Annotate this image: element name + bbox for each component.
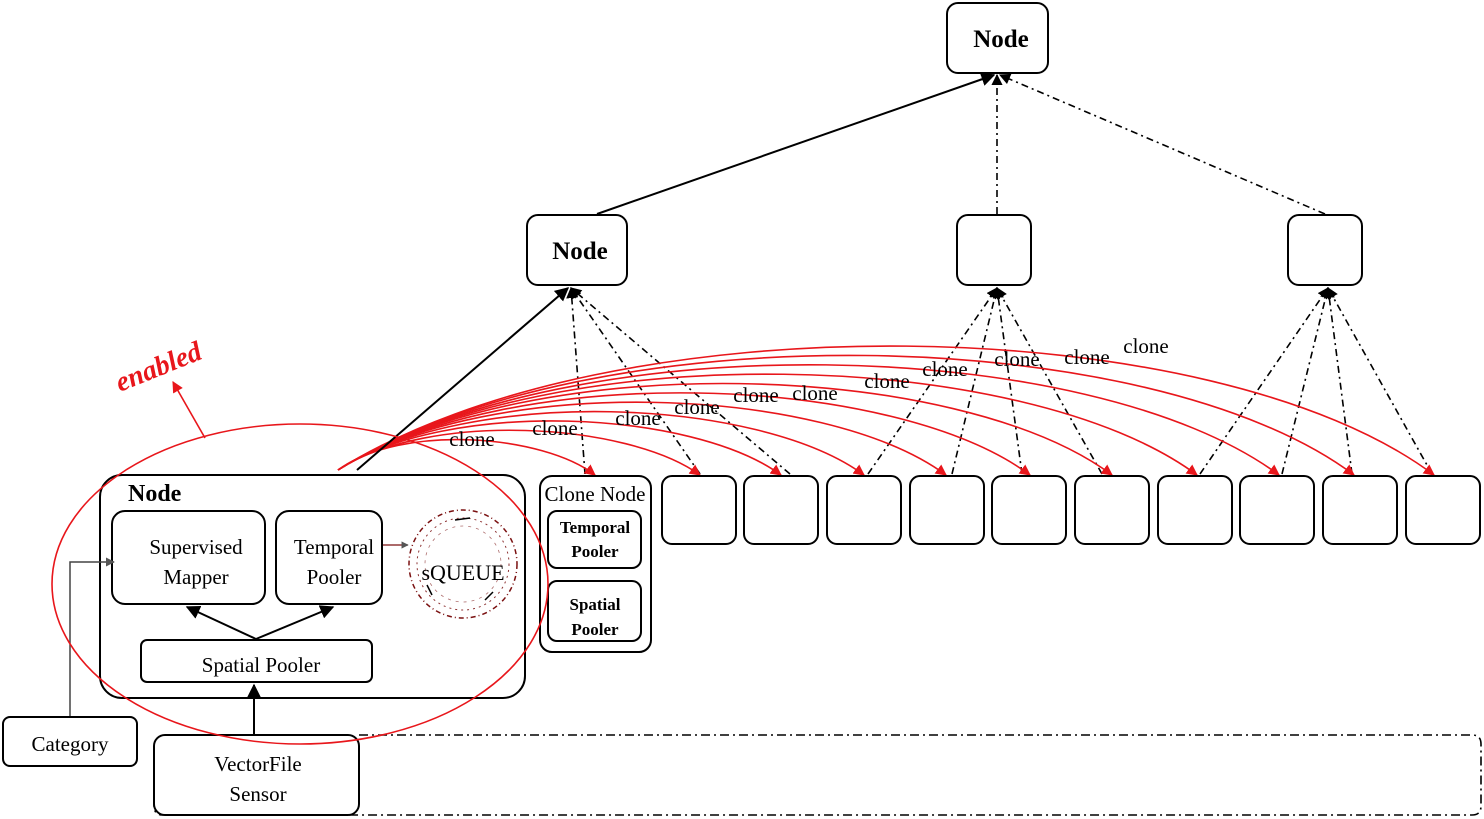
clone-label-5: clone	[733, 383, 778, 407]
enabled-label: enabled	[111, 336, 207, 399]
bottom-node-9[interactable]	[1322, 475, 1398, 545]
bottom-node-5[interactable]	[991, 475, 1067, 545]
clone-arrow-5	[337, 401, 947, 476]
edge-right-to-root	[998, 73, 1326, 215]
clone-label-10: clone	[1064, 345, 1109, 369]
clone-label-2: clone	[532, 416, 577, 440]
category-label: Category	[32, 732, 109, 756]
sensor-line2: Sensor	[229, 782, 286, 806]
bottom-node-6[interactable]	[1074, 475, 1150, 545]
temporal-pooler[interactable]: Temporal Pooler	[275, 510, 383, 605]
child-edge-11	[1327, 287, 1433, 475]
clone-arrows: clone clone clone clone clone clone clone clone…	[337, 334, 1435, 476]
clone-spatial-pooler[interactable]	[547, 580, 642, 642]
bottom-node-8[interactable]	[1239, 475, 1315, 545]
clone-label-1: clone	[449, 427, 494, 451]
child-edge-4	[867, 287, 998, 475]
spatial-pooler[interactable]: Spatial Pooler	[140, 639, 373, 683]
bottom-node-7[interactable]	[1157, 475, 1233, 545]
bottom-node-2[interactable]	[743, 475, 819, 545]
edge-category-to-mapper	[69, 557, 115, 716]
clone-arrow-4	[337, 410, 865, 476]
clone-label-9: clone	[994, 347, 1039, 371]
level2-node-right[interactable]	[1287, 214, 1363, 286]
clone-node-label: Clone Node	[545, 482, 646, 506]
level2-node-left[interactable]: Node	[526, 214, 628, 286]
clone-arrow-11	[337, 345, 1435, 476]
category-box[interactable]: Category	[2, 716, 138, 767]
edge-spatial-to-temporal	[255, 605, 335, 640]
child-edge-7	[996, 287, 1103, 475]
clone-arrow-3	[337, 420, 782, 476]
child-edge-9	[1281, 286, 1332, 475]
root-node-label: Node	[973, 26, 1029, 53]
supervised-mapper-line1: Supervised	[149, 535, 243, 559]
clone-arrow-8	[337, 373, 1198, 476]
vectorfile-sensor[interactable]: VectorFile Sensor	[153, 734, 360, 816]
temporal-pooler-line1: Temporal	[294, 535, 374, 559]
child-edges	[566, 286, 1433, 475]
squeue-label: sQUEUE	[421, 560, 504, 585]
child-edge-8	[1199, 287, 1329, 475]
clone-node[interactable]: Clone Node Temporal Pooler Spatial Poole…	[539, 475, 652, 653]
enabled-pointer	[172, 381, 206, 439]
clone-temporal-pooler[interactable]	[547, 510, 642, 569]
main-node-label: Node	[128, 481, 182, 507]
child-edge-6	[992, 286, 1023, 475]
bottom-node-row	[661, 475, 1481, 545]
level2-node-middle[interactable]	[956, 214, 1032, 286]
clone-arrow-9	[337, 363, 1280, 476]
child-edge-3	[570, 287, 791, 475]
clone-label-7: clone	[864, 369, 909, 393]
temporal-pooler-line2: Pooler	[307, 565, 362, 589]
spatial-pooler-label: Spatial Pooler	[202, 653, 320, 677]
enabled-ellipse	[51, 423, 549, 745]
edge-main-to-parent	[356, 287, 570, 471]
clone-label-11: clone	[1123, 334, 1168, 358]
clone-temporal-line2: Pooler	[571, 542, 619, 561]
sensor-line1: VectorFile	[214, 752, 301, 776]
clone-arrow-10	[337, 354, 1355, 476]
clone-arrow-2	[337, 429, 701, 476]
edge-node-to-root	[596, 72, 996, 215]
child-edge-1	[566, 286, 586, 475]
clone-spatial-line1: Spatial	[569, 595, 620, 614]
clone-arrow-6	[337, 392, 1031, 476]
child-edge-10	[1323, 286, 1353, 475]
supervised-mapper[interactable]: Supervised Mapper	[111, 510, 266, 605]
root-node[interactable]: Node	[946, 2, 1049, 74]
clone-temporal-line1: Temporal	[560, 518, 630, 537]
child-edge-5	[951, 286, 1001, 475]
bottom-node-3[interactable]	[826, 475, 902, 545]
clone-arrow-7	[337, 382, 1113, 476]
hierarchy-edges	[596, 72, 1326, 215]
edge-spatial-to-mapper	[185, 605, 257, 640]
supervised-mapper-line2: Mapper	[163, 565, 228, 589]
clone-label-6: clone	[792, 381, 837, 405]
clone-spatial-line2: Pooler	[571, 620, 619, 639]
bottom-node-1[interactable]	[661, 475, 737, 545]
squeue: sQUEUE	[383, 509, 518, 619]
clone-label-8: clone	[922, 357, 967, 381]
internal-edges	[69, 287, 570, 734]
clone-label-3: clone	[615, 406, 660, 430]
clone-label-4: clone	[674, 395, 719, 419]
bottom-node-4[interactable]	[909, 475, 985, 545]
bottom-node-10[interactable]	[1405, 475, 1481, 545]
level2-node-label: Node	[552, 238, 608, 265]
